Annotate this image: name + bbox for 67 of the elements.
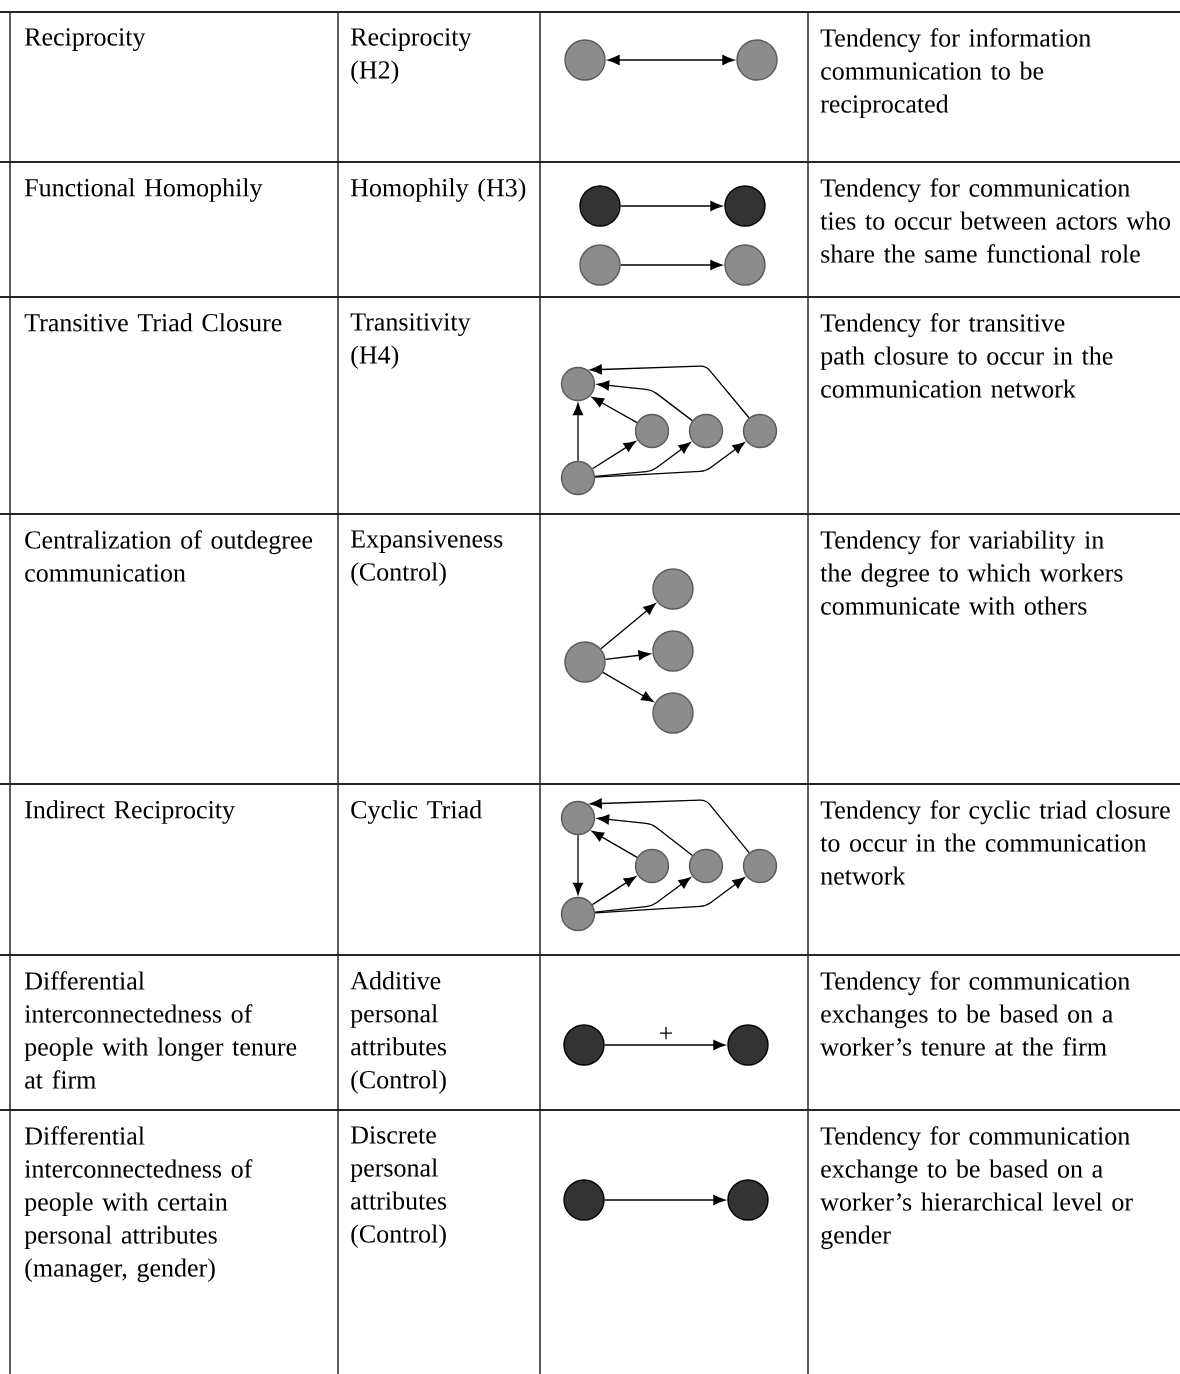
circle-node [688, 848, 724, 884]
arrow [591, 830, 638, 859]
table-text: Centralization of outdegree communication [25, 530, 313, 582]
table-text: Cyclic Triad [351, 800, 482, 824]
circle-node [688, 413, 724, 449]
circle-node [579, 244, 621, 286]
circle-node [564, 641, 606, 683]
arrow [600, 603, 656, 650]
table-text: Expansiveness (Control) [350, 530, 503, 586]
circle-node [742, 848, 778, 884]
circle-node [727, 1024, 769, 1066]
arrow [591, 440, 636, 470]
table-text: Additive personal attributes (Control) [350, 971, 447, 1094]
arrow [597, 380, 693, 422]
edge-label: + [659, 1027, 673, 1040]
arrow [594, 877, 691, 913]
arrow [620, 201, 723, 211]
circle-node [579, 185, 621, 227]
circle-node [634, 413, 670, 449]
table-text: Discrete personal attributes (Control) [350, 1126, 447, 1248]
table-text: Tendency for information communication to be reciprocated [820, 28, 1091, 119]
table-text: Tendency for variability in the degree to which workers communicate with others [820, 530, 1123, 615]
circle-node [652, 630, 694, 672]
arrow [604, 1195, 726, 1205]
table-text: Homophily (H3) [350, 178, 526, 202]
circle-node [563, 1024, 605, 1066]
circle-node [727, 1179, 769, 1221]
circle-node [724, 185, 766, 227]
table-text: Indirect Reciprocity [25, 800, 235, 824]
circle-node [560, 896, 596, 932]
arrow [573, 834, 583, 895]
table-text: Transitivity (H4) [350, 313, 471, 369]
table-text: Tendency for communication exchanges to be based on a worker’s tenure at the firm [820, 971, 1130, 1056]
arrow [591, 396, 638, 424]
table-text: Tendency for transitive path closure to occur in the communication network [820, 313, 1113, 398]
arrow [591, 876, 637, 906]
circle-node [652, 692, 694, 734]
arrow [607, 55, 735, 65]
circle-node [560, 366, 596, 402]
circle-node [652, 568, 694, 610]
table-text: Tendency for communication ties to occur between actors who share the same functional role [820, 178, 1171, 263]
table-text: Differential interconnectedness of people with longer tenure at firm [24, 971, 297, 1089]
arrow [589, 364, 750, 419]
arrow [597, 814, 694, 857]
circle-node [560, 800, 596, 836]
circle-node [736, 39, 778, 81]
circle-node [724, 244, 766, 286]
table-text: Functional Homophily [24, 178, 263, 202]
arrow [589, 798, 750, 854]
arrow [573, 403, 583, 462]
circle-node [563, 1179, 605, 1221]
table-text: Transitive Triad Closure [24, 313, 282, 332]
table-text: Differential interconnectedness of people with certain personal attributes (manager, gender) [24, 1126, 253, 1283]
table-text: Tendency for cyclic triad closure to occur in the communication network [820, 800, 1170, 885]
circle-node [564, 39, 606, 81]
circle-node [742, 413, 778, 449]
table-text: Reciprocity [24, 28, 146, 52]
table-text: Tendency for communication exchange to be based on a worker’s hierarchical level or gender [820, 1126, 1133, 1250]
arrow [620, 260, 723, 270]
circle-node [560, 460, 596, 496]
arrow [594, 442, 745, 478]
table-text: Reciprocity (H2) [350, 28, 472, 84]
arrow [604, 1040, 726, 1050]
arrow [604, 650, 651, 661]
circle-node [634, 848, 670, 884]
arrow [602, 671, 654, 702]
arrow [594, 877, 745, 914]
